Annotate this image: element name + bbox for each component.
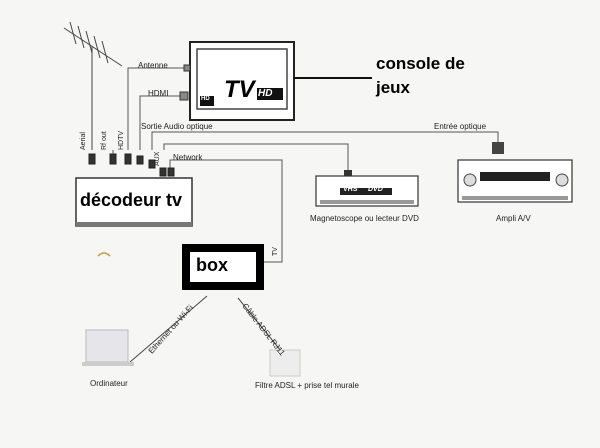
tv-icon <box>189 41 295 121</box>
wall-plug-icon <box>269 349 301 377</box>
rf-out-label: Rf out <box>101 131 108 150</box>
antenna-icon <box>63 21 123 150</box>
hdmi-label: HDMI <box>148 89 169 98</box>
tv-label: TV <box>224 76 255 103</box>
decoder-box <box>75 177 193 227</box>
tv-cable-label: TV <box>272 247 279 256</box>
sortie-audio-label: Sortie Audio optique <box>141 122 213 131</box>
vcr-icon <box>315 175 419 207</box>
amplifier-icon <box>457 142 573 203</box>
aux-label: AUX <box>154 151 161 166</box>
internet-box <box>182 244 264 290</box>
tv-hd-corner: HD <box>201 96 210 102</box>
entree-optique-label: Entrée optique <box>434 122 487 131</box>
box-label: box <box>196 255 229 275</box>
filter-caption: Filtre ADSL + prise tel murale <box>255 381 359 390</box>
vcr-caption: Magnetoscope ou lecteur DVD <box>310 214 419 223</box>
hdtv-label: HDTV <box>118 130 125 150</box>
antenne-label: Antenne <box>138 61 168 70</box>
vhs-label: VHS <box>343 186 358 193</box>
decoder-label: décodeur tv <box>80 190 183 210</box>
tv-hd-badge: HD <box>258 88 273 99</box>
console-label: console de jeux <box>376 54 465 97</box>
aerial-label: Aerial <box>80 132 87 150</box>
network-label: Network <box>173 153 203 162</box>
computer-caption: Ordinateur <box>90 379 128 388</box>
dvd-label: DVD <box>368 186 383 193</box>
computer-icon <box>82 329 134 366</box>
amp-caption: Ampli A/V <box>496 214 531 223</box>
